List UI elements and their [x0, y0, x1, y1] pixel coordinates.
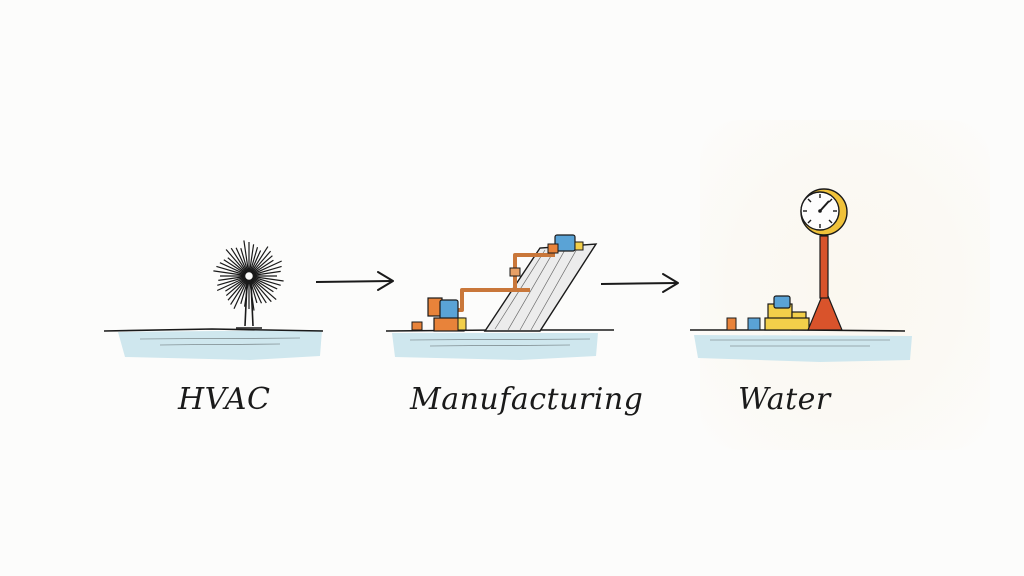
fan-ray — [248, 244, 255, 277]
fan-icon — [213, 240, 284, 329]
stage-label-manufacturing: Manufacturing — [410, 382, 644, 417]
manufacturing-water-wash — [392, 333, 598, 360]
fan-ray — [225, 249, 250, 277]
pipeline-machine-icon — [411, 234, 598, 332]
fan-ray — [219, 262, 250, 277]
arrow-manufacturing-to-water — [600, 273, 679, 293]
fan-ray — [227, 275, 250, 301]
water-stage — [690, 188, 912, 362]
fan-ray — [216, 265, 250, 277]
fan-ray — [217, 275, 250, 286]
hvac-stage — [103, 240, 324, 360]
arrow-hvac-to-manufacturing — [315, 271, 394, 291]
fan-ray — [248, 265, 282, 277]
fan-ray — [243, 240, 250, 277]
fan-ray — [248, 246, 269, 277]
stage-label-water: Water — [738, 382, 831, 417]
water-water-wash — [694, 335, 912, 362]
fan-ray — [216, 275, 250, 292]
fan-ray — [248, 250, 272, 277]
fan-ray — [248, 275, 255, 311]
water-pump-cluster — [726, 295, 810, 331]
fan-ray — [230, 275, 250, 305]
water-stage-highlight — [700, 120, 990, 450]
hvac-water-wash — [118, 330, 322, 360]
fan-ray — [248, 275, 277, 301]
fan-ray — [248, 275, 267, 304]
fan-ray — [248, 260, 282, 277]
fan-ray — [213, 270, 250, 277]
fan-ray — [230, 247, 250, 277]
fan-ray — [233, 275, 250, 309]
fan-ray — [248, 275, 281, 286]
manufacturing-stage — [385, 234, 614, 360]
fan-ray — [248, 270, 281, 277]
fan-ray — [248, 275, 272, 303]
pressure-gauge-icon — [800, 188, 848, 331]
fan-ray — [248, 275, 284, 282]
stage-label-hvac: HVAC — [178, 382, 271, 417]
hvac-ground-line — [103, 328, 324, 332]
